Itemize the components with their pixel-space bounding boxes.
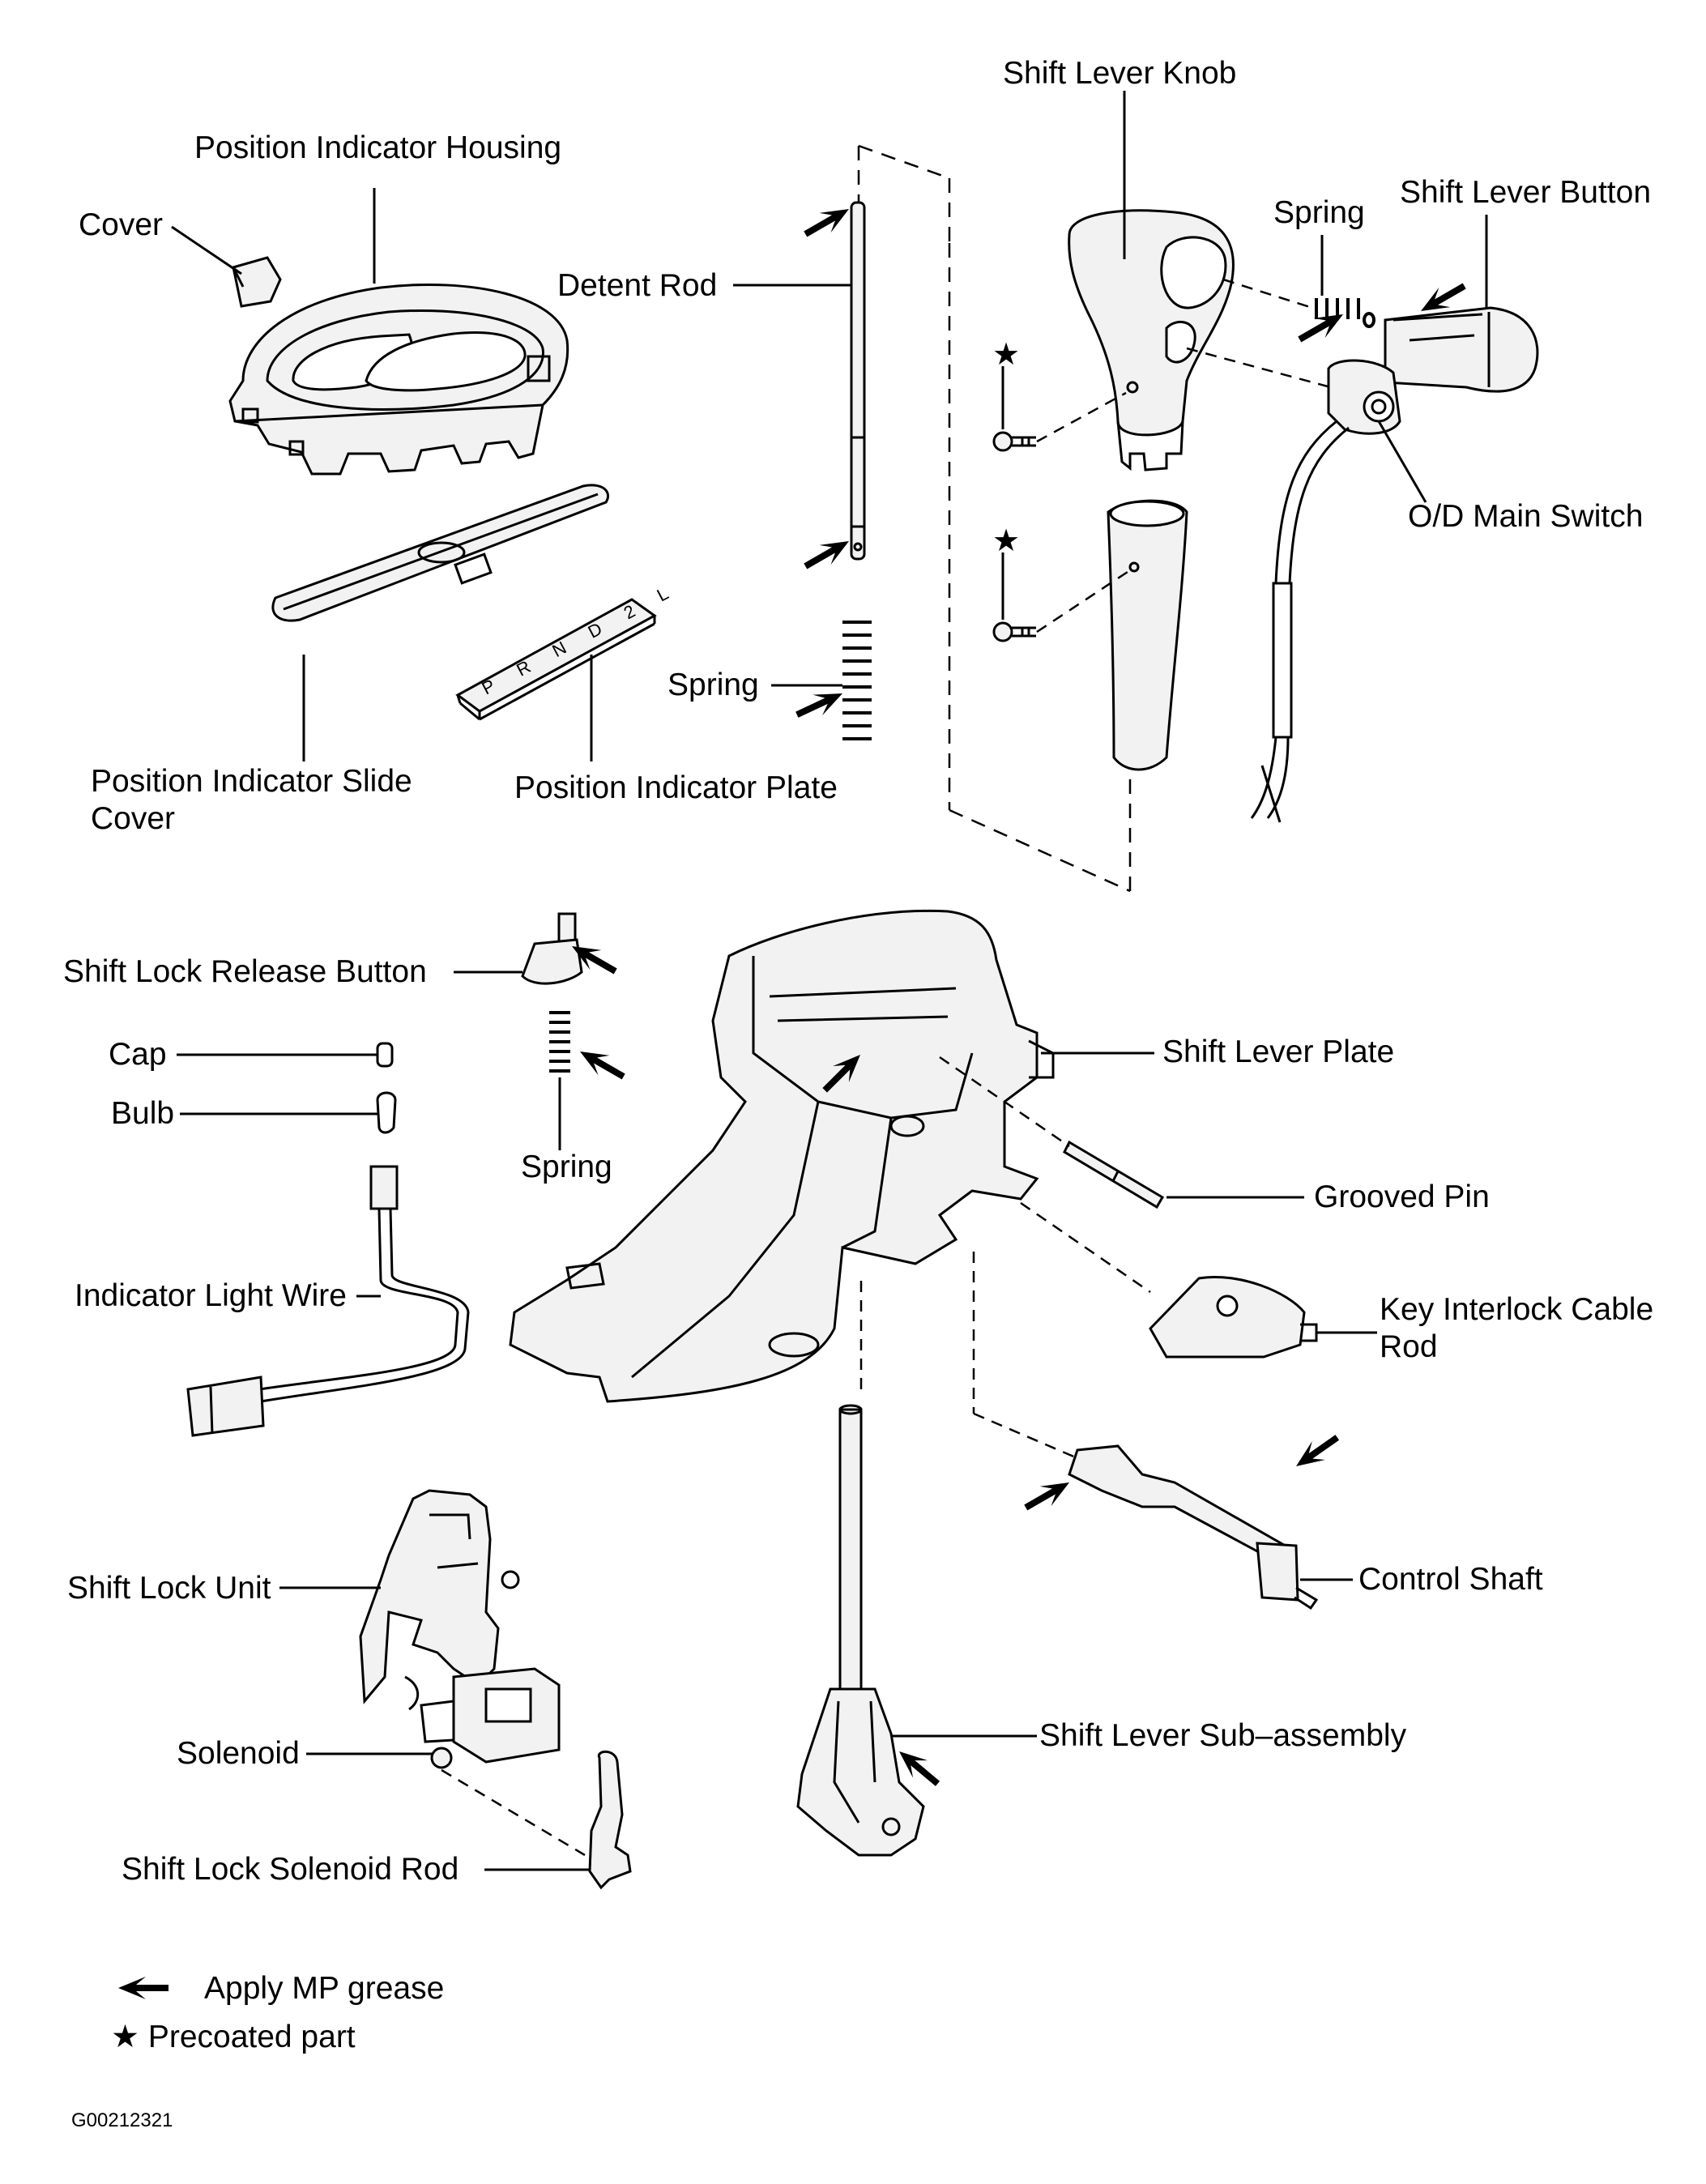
grease-arrow-icon [800, 198, 855, 245]
grease-arrow-icon [1289, 1427, 1344, 1476]
spring-release [549, 1011, 570, 1073]
label-shift-lock-release-button: Shift Lock Release Button [63, 954, 427, 989]
legend-precoated-text: Precoated part [147, 2020, 356, 2054]
label-key-interlock-line1: Key Interlock Cable [1380, 1292, 1654, 1327]
legend-grease-text: Apply MP grease [204, 1971, 445, 2006]
label-shift-lever-button: Shift Lever Button [1400, 175, 1652, 210]
label-shift-lock-solenoid-rod: Shift Lock Solenoid Rod [122, 1852, 459, 1887]
label-cap: Cap [109, 1037, 167, 1072]
label-key-interlock-cable-rod: Key Interlock Cable Rod [1380, 1291, 1653, 1366]
shift-lever-button-part [1384, 306, 1539, 393]
label-slide-cover-line2: Cover [91, 801, 176, 836]
label-grooved-pin: Grooved Pin [1314, 1179, 1490, 1214]
key-interlock-cable-rod-part [1149, 1276, 1318, 1359]
label-position-indicator-housing: Position Indicator Housing [194, 130, 562, 165]
shift-lever-sub-assembly-part [796, 1404, 925, 1857]
label-position-indicator-plate: Position Indicator Plate [514, 770, 838, 805]
label-od-main-switch: O/D Main Switch [1408, 499, 1644, 534]
bulb-part [376, 1091, 397, 1134]
label-shift-lever-knob: Shift Lever Knob [1003, 56, 1237, 91]
dashed-guide-box [857, 144, 1132, 893]
grease-arrow-icon [791, 683, 847, 725]
position-indicator-slide-cover [271, 484, 610, 622]
shift-lever-knob-part [1068, 209, 1235, 471]
label-position-indicator-slide-cover: Position Indicator Slide Cover [91, 763, 412, 838]
solenoid-part [420, 1667, 561, 1769]
legend-precoated: ★ Precoated part [111, 2019, 356, 2056]
position-indicator-housing [228, 283, 569, 476]
label-detent-rod: Detent Rod [557, 268, 718, 303]
label-spring-mid: Spring [667, 668, 759, 702]
figure-code: G00212321 [71, 2109, 173, 2131]
label-spring-low: Spring [521, 1150, 612, 1184]
spring-detent [842, 621, 872, 740]
label-indicator-light-wire: Indicator Light Wire [75, 1278, 347, 1313]
shift-lock-release-button-part [521, 912, 583, 985]
label-key-interlock-line2: Rod [1380, 1329, 1438, 1364]
label-shift-lever-plate: Shift Lever Plate [1162, 1034, 1395, 1069]
precoated-star-icon: ★ [992, 338, 1020, 372]
screw-upper [992, 431, 1036, 452]
legend-grease-arrow-icon [118, 1977, 168, 1999]
grooved-pin-part [1063, 1140, 1165, 1209]
detent-rod [850, 201, 866, 561]
indicator-light-wire-part [186, 1165, 470, 1437]
label-solenoid: Solenoid [177, 1736, 300, 1771]
shift-lever-plate-part [509, 909, 1055, 1403]
shift-lock-unit-part [359, 1489, 520, 1711]
legend-star-icon: ★ [111, 2020, 139, 2054]
knob-spring [1315, 298, 1375, 328]
cover-part [232, 256, 282, 308]
position-indicator-plate [455, 598, 657, 721]
control-shaft-part [1068, 1444, 1319, 1610]
plate-letters: P R N D 2 L [479, 578, 682, 698]
label-slide-cover-line1: Position Indicator Slide [91, 764, 412, 799]
od-main-switch-part [1250, 359, 1401, 823]
label-control-shaft: Control Shaft [1358, 1562, 1543, 1597]
label-cover: Cover [79, 207, 164, 242]
grease-arrow-icon [1020, 1472, 1075, 1518]
screw-lower [992, 621, 1036, 642]
grease-arrow-icon [1294, 304, 1349, 350]
cap-part [376, 1042, 394, 1068]
shift-lock-solenoid-rod-part [588, 1750, 632, 1890]
label-shift-lock-unit: Shift Lock Unit [67, 1571, 271, 1606]
knob-sleeve [1107, 499, 1188, 771]
grease-arrow-icon [800, 531, 855, 577]
grease-arrow-icon [574, 1041, 629, 1087]
label-spring-top: Spring [1273, 195, 1365, 230]
label-shift-lever-sub-assembly: Shift Lever Sub–assembly [1039, 1718, 1407, 1753]
precoated-star-icon: ★ [992, 524, 1020, 558]
label-bulb: Bulb [111, 1096, 175, 1131]
